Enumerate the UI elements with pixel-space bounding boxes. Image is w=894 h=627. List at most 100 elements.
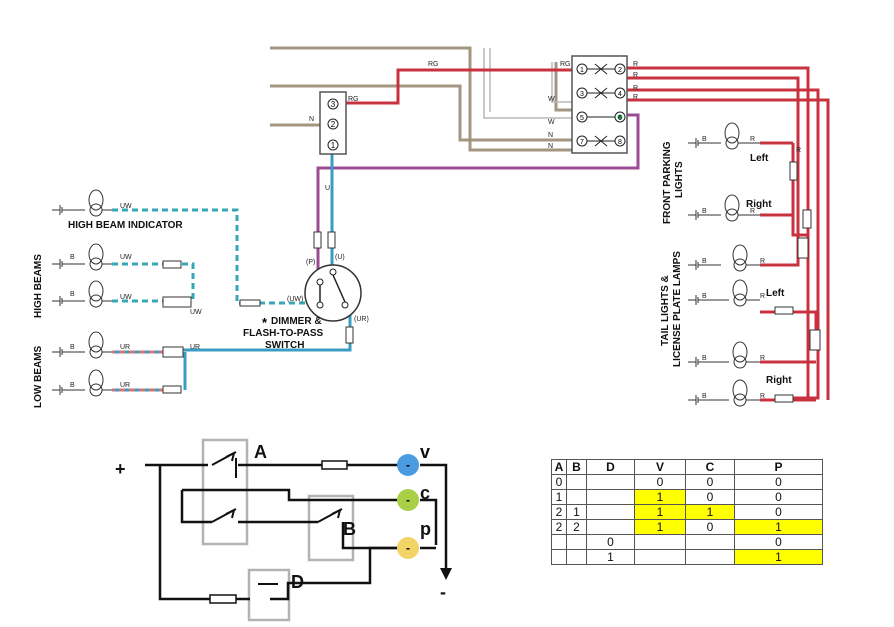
table-cell (634, 534, 686, 550)
wire-label-w-2: W (548, 119, 555, 126)
header-d: D (586, 459, 635, 475)
table-cell: 1 (734, 549, 823, 565)
table-cell (566, 489, 587, 505)
table-cell: 0 (685, 489, 735, 505)
wire-label-b-6: B (702, 208, 707, 215)
label-output-v: v (420, 442, 430, 462)
header-a: A (551, 459, 567, 475)
wire-label-ur-3: UR (120, 382, 130, 389)
wire-label-r-4: R (633, 94, 638, 101)
table-cell: 0 (734, 504, 823, 520)
header-c: C (685, 459, 735, 475)
wire-label-n-2: N (548, 143, 553, 150)
label-tail-lights-2: LICENSE PLATE LAMPS (672, 251, 683, 367)
table-cell: 2 (551, 519, 567, 535)
resistors (162, 161, 821, 403)
table-cell (586, 504, 635, 520)
bulb-tail-4 (688, 379, 760, 407)
wire-label-u-term: (U) (335, 254, 345, 261)
table-cell: 0 (685, 519, 735, 535)
right-terminal-6: 6 (618, 115, 622, 122)
table-cell: 0 (586, 534, 635, 550)
bulb-tail-2 (688, 279, 760, 307)
left-terminal-1: 1 (331, 141, 336, 150)
label-switch-d: D (291, 572, 304, 592)
wire-label-r-11: R (796, 147, 801, 154)
tan-wires (270, 46, 572, 152)
wire-label-ur-2: UR (190, 344, 200, 351)
label-switch-a: A (254, 442, 267, 462)
wire-label-r-1: R (633, 61, 638, 68)
bulb-low-beam-1 (52, 331, 112, 359)
left-terminal-block: 3 2 1 (319, 91, 347, 155)
switch-b-box (307, 494, 355, 562)
wire-label-w-1: W (548, 96, 555, 103)
table-cell (685, 549, 735, 565)
table-cell (685, 534, 735, 550)
table-cell: 1 (551, 489, 567, 505)
switch-d-box (247, 568, 291, 622)
wire-label-r-5: R (750, 136, 755, 143)
wire-label-r-8: R (760, 293, 765, 300)
table-cell (566, 474, 587, 490)
wire-label-rg-top: RG (428, 61, 439, 68)
table-cell: 1 (634, 504, 686, 520)
right-terminal-3: 3 (580, 91, 584, 98)
label-low-beams: LOW BEAMS (33, 345, 44, 408)
table-cell: 0 (734, 474, 823, 490)
right-terminal-block: 1 2 3 4 5 6 7 8 (571, 55, 628, 154)
label-high-beams: HIGH BEAMS (33, 254, 44, 318)
wire-label-p-term: (P) (306, 259, 315, 266)
table-cell: 1 (634, 519, 686, 535)
output-c-dot (397, 489, 419, 511)
wire-label-r-7: R (760, 258, 765, 265)
wire-label-ur-1: UR (120, 344, 130, 351)
table-cell (586, 474, 635, 490)
wire-label-n-1: N (548, 132, 553, 139)
bulb-front-right (688, 194, 760, 222)
wire-label-r-6: R (750, 208, 755, 215)
table-cell (566, 549, 587, 565)
table-cell (634, 549, 686, 565)
table-cell (551, 549, 567, 565)
bulb-tail-3 (688, 341, 760, 369)
label-high-beam-indicator: HIGH BEAM INDICATOR (68, 220, 183, 231)
table-cell (551, 534, 567, 550)
wire-label-b-4: B (70, 382, 75, 389)
table-cell (586, 519, 635, 535)
table-cell: 1 (634, 489, 686, 505)
wire-label-r-10: R (760, 393, 765, 400)
label-front-parking-1: FRONT PARKING (662, 141, 673, 224)
schematic-minus: - (440, 582, 446, 602)
left-terminal-3: 3 (331, 100, 336, 109)
table-cell: 1 (685, 504, 735, 520)
wire-label-uw-2: UW (120, 254, 132, 261)
wire-label-u: U (325, 185, 330, 192)
header-b: B (566, 459, 587, 475)
wire-label-b-2: B (70, 291, 75, 298)
wire-label-b-3: B (70, 344, 75, 351)
table-cell: 0 (551, 474, 567, 490)
header-p: P (734, 459, 823, 475)
output-c-dot-sign: - (406, 493, 410, 507)
table-cell: 2 (551, 504, 567, 520)
wire-label-b-8: B (702, 293, 707, 300)
wire-label-ur-term: (UR) (354, 316, 369, 323)
left-terminal-2: 2 (331, 120, 336, 129)
right-terminal-4: 4 (618, 91, 622, 98)
table-cell: 1 (566, 504, 587, 520)
bulb-high-beam-2 (52, 280, 112, 308)
label-output-c: c (420, 483, 430, 503)
header-v: V (634, 459, 686, 475)
right-terminal-8: 8 (618, 139, 622, 146)
label-front-left: Left (750, 153, 769, 164)
right-terminal-7: 7 (580, 139, 584, 146)
wire-label-r-9: R (760, 355, 765, 362)
wire-label-r-3: R (633, 85, 638, 92)
wire-label-rg-block: RG (348, 96, 359, 103)
switch-a-box (201, 438, 249, 546)
